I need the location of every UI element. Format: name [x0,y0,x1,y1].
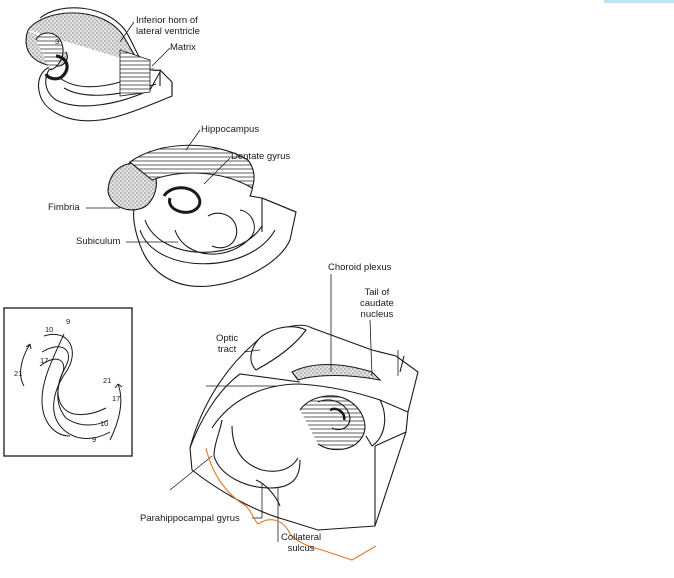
label-choroid-plexus: Choroid plexus [328,262,392,273]
stage-3-drawing [189,324,419,531]
inset-number: 10 [100,419,109,428]
rotation-inset [3,307,133,457]
stage-2-drawing [107,144,297,287]
leader-lines [86,21,399,542]
label-fimbria: Fimbria [48,202,80,213]
stage-1-drawing [25,7,173,122]
label-inferior-horn: Inferior horn of lateral ventricle [136,15,200,37]
stage-number-3: 3 [55,37,60,46]
inset-number: 21 [103,376,112,385]
label-dentate-gyrus: Dentate gyrus [231,151,291,162]
inset-number: 10 [45,325,54,334]
label-subiculum: Subiculum [76,236,121,247]
label-parahippocampal-gyrus: Parahippocampal gyrus [140,513,240,524]
inset-number: 21 [14,369,23,378]
label-optic-tract: Optic tract [216,333,239,355]
label-collateral-sulcus: Collateral sulcus [281,532,322,554]
label-tail-of-caudate: Tail of caudate nucleus [360,287,394,320]
inset-number: 17 [40,356,49,365]
label-matrix: Matrix [170,42,196,53]
inset-number: 9 [66,317,71,326]
inset-number: 17 [112,394,121,403]
orange-annotation [205,447,377,561]
label-hippocampus: Hippocampus [201,124,260,135]
inset-number: 9 [92,435,97,444]
corner-accent [604,0,674,3]
